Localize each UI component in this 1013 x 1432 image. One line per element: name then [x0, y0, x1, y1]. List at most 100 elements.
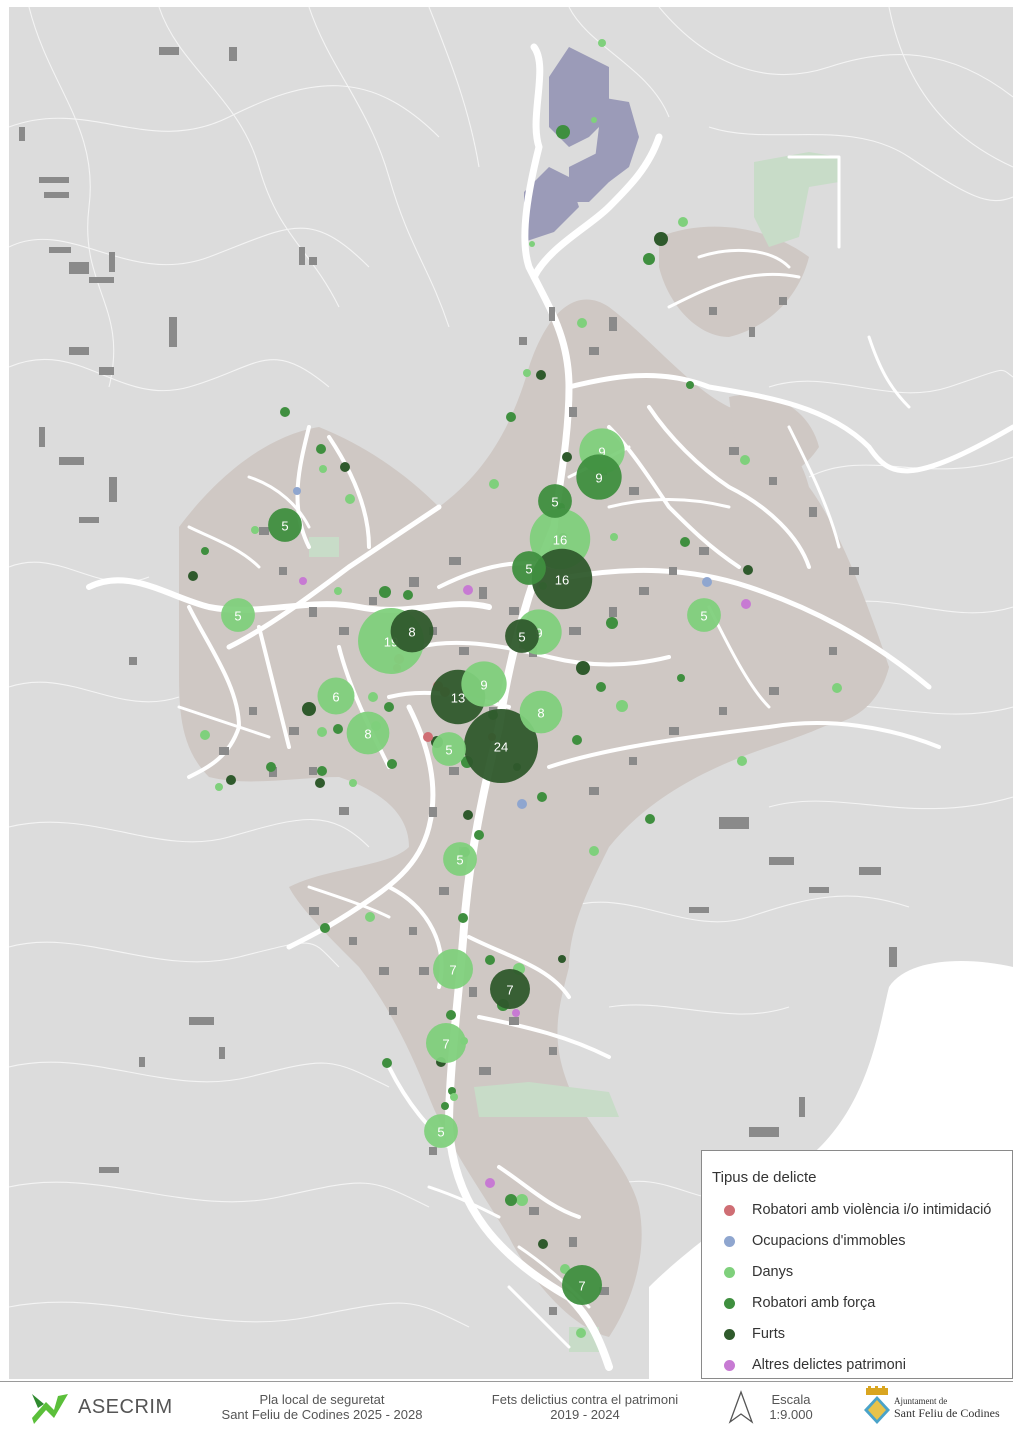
crime-dot-robatori-forca [316, 444, 326, 454]
crime-dot-danys [832, 683, 842, 693]
brand-name: ASECRIM [78, 1396, 173, 1418]
crime-dot-ocupacions [702, 577, 712, 587]
crime-cluster-furts[interactable] [505, 619, 539, 653]
crime-dot-furts [558, 955, 566, 963]
crime-dot-robatori-forca [441, 1102, 449, 1110]
crime-cluster-count: 8 [537, 706, 544, 721]
crime-dot-robatori-forca [280, 407, 290, 417]
crime-cluster-danys[interactable] [432, 732, 466, 766]
crime-cluster-count: 5 [518, 630, 525, 645]
crime-cluster-robatori-forca[interactable] [268, 508, 302, 542]
crime-dot-robatori-violencia [423, 732, 433, 742]
crime-cluster-furts[interactable] [463, 708, 539, 784]
crime-cluster-count: 5 [445, 743, 452, 758]
crime-dot-altres [463, 585, 473, 595]
crime-dot-furts [302, 702, 316, 716]
crime-dot-altres [299, 577, 307, 585]
legend-label: Altres delictes patrimoni [752, 1357, 906, 1373]
crime-dot-danys [523, 369, 531, 377]
crime-dot-robatori-forca [403, 590, 413, 600]
crime-dot-robatori-forca [677, 674, 685, 682]
crime-dot-danys [319, 465, 327, 473]
crime-cluster-danys[interactable] [461, 661, 507, 707]
crime-dot-robatori-forca [458, 913, 468, 923]
ajuntament-name: Sant Feliu de Codines [894, 1406, 1000, 1420]
crime-cluster-danys[interactable] [687, 598, 721, 632]
crime-cluster-furts[interactable] [390, 609, 434, 653]
crime-dot-robatori-forca [379, 586, 391, 598]
crime-dot-furts [576, 661, 590, 675]
footer: ASECRIM Pla local de seguretat Sant Feli… [0, 1381, 1013, 1432]
crime-dot-altres [485, 1178, 495, 1188]
crime-dot-danys [516, 1194, 528, 1206]
crime-dot-robatori-forca [201, 547, 209, 555]
crime-cluster-danys[interactable] [443, 842, 477, 876]
legend-label: Ocupacions d'immobles [752, 1233, 906, 1249]
crime-cluster-danys[interactable] [519, 690, 563, 734]
legend-label: Danys [752, 1264, 794, 1280]
north-arrow-icon [728, 1390, 754, 1424]
municipal-coat-of-arms-icon [864, 1386, 890, 1424]
crime-dot-robatori-forca [446, 1010, 456, 1020]
crime-cluster-furts[interactable] [531, 548, 593, 610]
crime-cluster-robatori-forca[interactable] [576, 454, 622, 500]
legend-item-altres: Altres delictes patrimoni [724, 1355, 906, 1375]
crime-dot-danys [737, 756, 747, 766]
crime-cluster-danys[interactable] [346, 711, 390, 755]
crime-cluster-robatori-forca[interactable] [538, 484, 572, 518]
crime-dot-danys [215, 783, 223, 791]
scale-label: Escala [771, 1392, 811, 1407]
crime-cluster-danys[interactable] [432, 948, 474, 990]
crime-cluster-danys[interactable] [221, 598, 255, 632]
crime-cluster-count: 9 [480, 678, 487, 693]
crime-dot-robatori-forca [505, 1194, 517, 1206]
crime-cluster-count: 9 [535, 626, 542, 641]
crime-dot-robatori-forca [686, 381, 694, 389]
facts-line-2: 2019 - 2024 [550, 1407, 620, 1422]
crime-cluster-danys[interactable] [425, 1022, 467, 1064]
crime-dot-danys [577, 318, 587, 328]
crime-cluster-danys[interactable] [317, 677, 355, 715]
legend-dot-robatori-violencia [724, 1204, 735, 1216]
crime-dot-robatori-forca [320, 923, 330, 933]
crime-dot-danys [345, 494, 355, 504]
crime-dot-danys [450, 1093, 458, 1101]
crime-dot-furts [340, 462, 350, 472]
crime-dot-furts [538, 1239, 548, 1249]
legend-label: Robatori amb violència i/o intimidació [752, 1202, 992, 1218]
crime-dot-robatori-forca [556, 125, 570, 139]
crime-dot-altres [512, 1009, 520, 1017]
crime-dot-robatori-forca [384, 702, 394, 712]
crime-cluster-count: 7 [442, 1037, 449, 1052]
parks [309, 152, 839, 1352]
crime-cluster-furts[interactable] [489, 968, 531, 1010]
crime-dot-furts [226, 775, 236, 785]
crime-dot-danys [489, 479, 499, 489]
crime-dot-danys [368, 692, 378, 702]
legend-item-robatori-forca: Robatori amb força [724, 1293, 875, 1313]
ajuntament-small: Ajuntament de [894, 1396, 948, 1406]
crime-cluster-danys[interactable] [424, 1114, 458, 1148]
crime-dot-furts [188, 571, 198, 581]
crime-cluster-count: 7 [578, 1279, 585, 1294]
crime-dot-danys [529, 241, 535, 247]
legend-dot-robatori-forca [724, 1297, 735, 1309]
plan-title: Pla local de seguretat Sant Feliu de Cod… [212, 1392, 432, 1422]
crime-dot-robatori-forca [645, 814, 655, 824]
crime-cluster-robatori-forca[interactable] [512, 551, 546, 585]
crime-cluster-count: 5 [234, 609, 241, 624]
crime-dot-danys [334, 587, 342, 595]
crime-cluster-count: 24 [494, 740, 508, 755]
crime-cluster-count: 13 [451, 691, 465, 706]
crime-dot-robatori-forca [382, 1058, 392, 1068]
crime-dot-robatori-forca [485, 955, 495, 965]
crime-cluster-robatori-forca[interactable] [561, 1264, 603, 1306]
crime-cluster-count: 6 [332, 690, 339, 705]
crime-dot-furts [743, 565, 753, 575]
plan-line-1: Pla local de seguretat [259, 1392, 385, 1407]
crime-dot-altres [741, 599, 751, 609]
legend-label: Robatori amb força [752, 1295, 876, 1311]
urban-areas [179, 226, 889, 1337]
legend-item-danys: Danys [724, 1262, 793, 1282]
